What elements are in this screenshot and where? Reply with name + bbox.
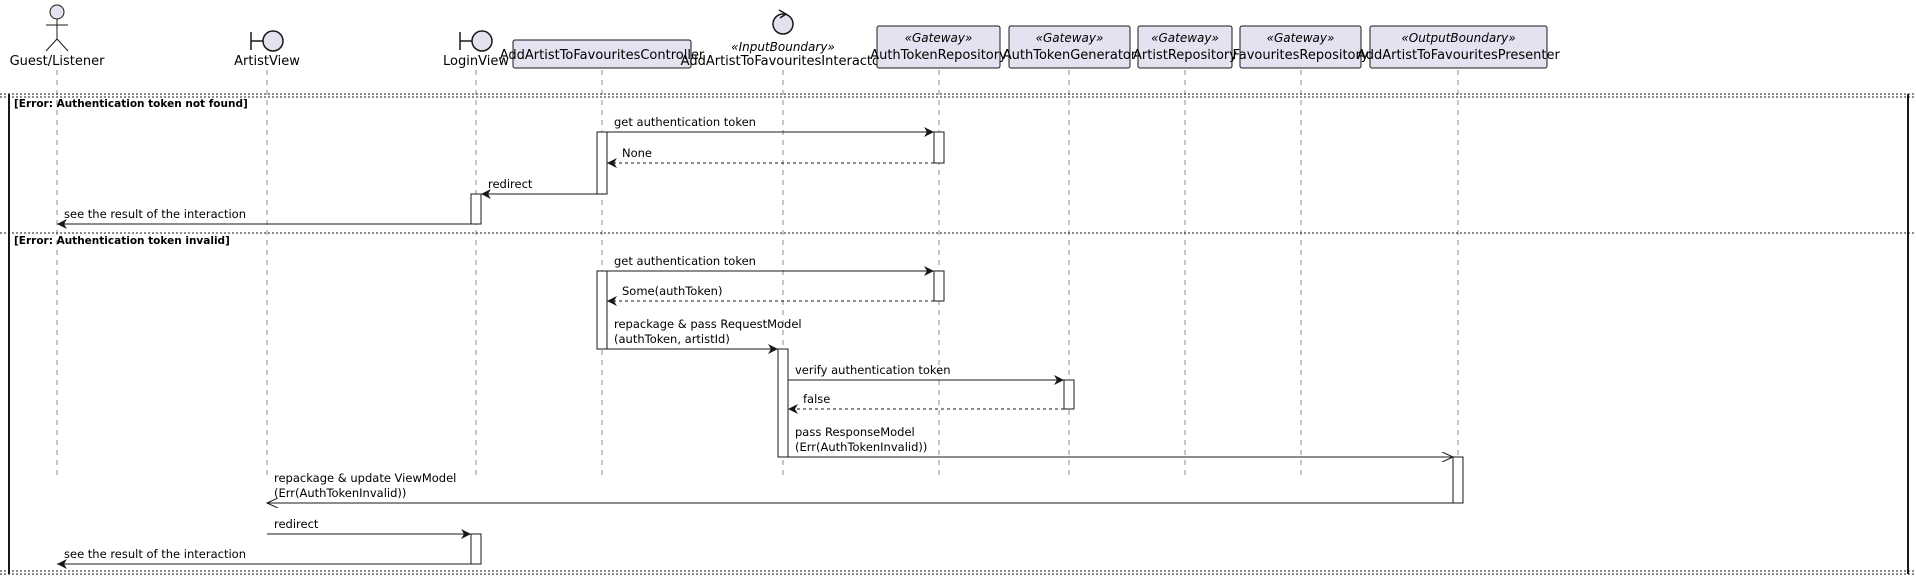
participant-stereotype: «Gateway» [1036,31,1104,45]
message-label: false [803,392,830,406]
fragment-label: [Error: Authentication token not found] [14,98,248,110]
participant-name: ArtistView [234,54,300,69]
participant-stereotype: «Gateway» [1267,31,1335,45]
boundary-circle-icon [262,30,284,52]
participant-box [876,25,1001,69]
participant-stereotype: «InputBoundary» [731,40,835,54]
participant-name: AddArtistToFavouritesPresenter [1357,48,1560,63]
message-label: see the result of the interaction [64,547,246,561]
actor-leg-icon [45,38,58,52]
participant-name: AuthTokenRepository [870,48,1007,63]
activation-bar [596,270,608,350]
message-label: redirect [488,177,533,191]
activation-bar [1452,456,1464,504]
message-label: (authToken, artistId) [614,332,730,346]
activation-bar [933,131,945,164]
participant-stereotype: «OutputBoundary» [1401,31,1515,45]
message-label: redirect [274,517,319,531]
participant-name: AddArtistToFavouritesController [500,48,705,63]
participant-box [512,39,692,69]
participant-name: Guest/Listener [10,54,106,69]
participant-box [1239,25,1362,69]
participant-name: LoginView [443,54,509,69]
activation-bar [933,270,945,302]
message-label: get authentication token [614,254,756,268]
message-label: repackage & pass RequestModel [614,317,802,331]
participant-name: AddArtistToFavouritesInteractor [681,54,886,69]
message-label: pass ResponseModel [795,425,915,439]
participant-stereotype: «Gateway» [905,31,973,45]
message-label: verify authentication token [795,363,951,377]
fragment-label: [Error: Authentication token invalid] [14,235,230,247]
participant-name: AuthTokenGenerator [1003,48,1137,63]
control-circle-icon [772,13,794,35]
activation-bar [470,533,482,565]
participant-name: ArtistRepository [1133,48,1237,63]
activation-bar [470,193,482,225]
message-label: get authentication token [614,115,756,129]
actor-leg-icon [56,38,69,52]
message-label: repackage & update ViewModel [274,471,456,485]
message-label: (Err(AuthTokenInvalid)) [795,440,927,454]
control-arrow-icon [778,9,788,19]
participant-box [1008,25,1131,69]
participant-box [1137,25,1233,69]
activation-bar [777,348,789,458]
message-label: Some(authToken) [622,284,722,298]
activation-bar [596,131,608,195]
participant-stereotype: «Gateway» [1151,31,1219,45]
participant-name: FavouritesRepository [1232,48,1368,63]
activation-bar [1063,379,1075,410]
message-label: (Err(AuthTokenInvalid)) [274,486,406,500]
message-label: see the result of the interaction [64,207,246,221]
message-label: None [622,146,652,160]
boundary-circle-icon [471,30,493,52]
participant-box [1369,25,1548,69]
actor-head-icon [49,4,65,20]
